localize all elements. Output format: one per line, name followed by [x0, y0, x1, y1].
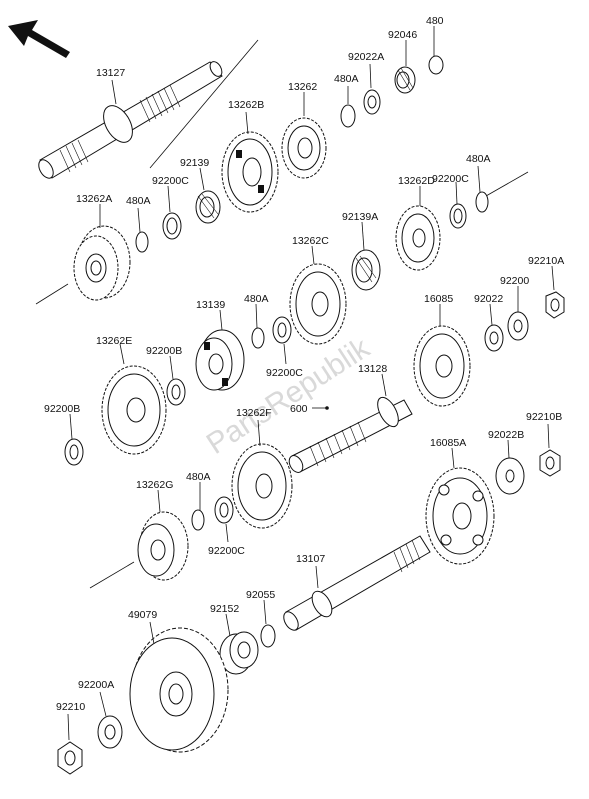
label-92139A: 92139A — [342, 211, 378, 223]
washer-92200C-1 — [162, 212, 182, 240]
label-92046: 92046 — [388, 29, 417, 41]
gear-13262 — [281, 117, 327, 179]
nut-92210 — [57, 741, 83, 775]
label-13262A: 13262A — [76, 193, 112, 205]
ball-600 — [325, 406, 329, 410]
bushing-92139A — [351, 249, 381, 291]
drive-shaft-13107 — [283, 535, 431, 631]
label-480: 480 — [426, 15, 444, 27]
washer-92200C-3 — [272, 316, 292, 344]
label-92210A: 92210A — [528, 255, 564, 267]
label-480A-4: 480A — [244, 293, 269, 305]
circlip-480A-5 — [191, 509, 205, 531]
sprocket-49079 — [129, 627, 229, 753]
label-92139: 92139 — [180, 157, 209, 169]
label-13107: 13107 — [296, 553, 325, 565]
label-92022B: 92022B — [488, 429, 524, 441]
collar-92152 — [219, 631, 259, 675]
label-92152: 92152 — [210, 603, 239, 615]
label-13128: 13128 — [358, 363, 387, 375]
label-92210: 92210 — [56, 701, 85, 713]
gear-13262G — [137, 511, 189, 581]
label-480A-2: 480A — [126, 195, 151, 207]
label-480A-5: 480A — [186, 471, 211, 483]
nut-92210B — [539, 449, 561, 477]
circlip-480 — [428, 55, 444, 75]
output-shaft-13128 — [288, 396, 413, 473]
gear-13262C — [289, 263, 347, 345]
label-92055: 92055 — [246, 589, 275, 601]
label-92200B-2: 92200B — [44, 403, 80, 415]
o-ring-92055 — [260, 624, 276, 648]
label-13127: 13127 — [96, 67, 125, 79]
gear-13262E — [101, 365, 167, 455]
gear-13262B — [221, 131, 279, 213]
circlip-480A-3 — [475, 191, 489, 213]
label-13262G: 13262G — [136, 479, 173, 491]
label-92200B-1: 92200B — [146, 345, 182, 357]
needle-bearing-92139 — [195, 190, 221, 224]
washer-92022B — [495, 457, 525, 495]
label-92022: 92022 — [474, 293, 503, 305]
circlip-480A-2 — [135, 231, 149, 253]
label-92200C-2: 92200C — [432, 173, 469, 185]
nut-92210A — [545, 291, 565, 319]
washer-92022 — [484, 324, 504, 352]
circlip-480A-4 — [251, 327, 265, 349]
label-92200C-4: 92200C — [208, 545, 245, 557]
front-direction-arrow-icon — [8, 20, 70, 58]
gear-13262D — [395, 205, 441, 271]
gear-13262A — [35, 225, 131, 305]
washer-92200C-4 — [214, 496, 234, 524]
label-480A-3: 480A — [466, 153, 491, 165]
washer-92200C-2 — [449, 203, 467, 229]
label-16085A: 16085A — [430, 437, 466, 449]
label-92022A: 92022A — [348, 51, 384, 63]
label-600: 600 — [290, 403, 308, 415]
gear-16085A — [425, 467, 495, 565]
label-92200A: 92200A — [78, 679, 114, 691]
washer-92200B-1 — [166, 378, 186, 406]
label-13262D: 13262D — [398, 175, 435, 187]
label-480A-1: 480A — [334, 73, 359, 85]
washer-92200 — [507, 311, 529, 341]
washer-92022A — [363, 89, 381, 115]
shift-gear-13139 — [195, 329, 245, 391]
circlip-480A-top — [340, 104, 356, 128]
label-13262E: 13262E — [96, 335, 132, 347]
label-13262F: 13262F — [236, 407, 272, 419]
label-92200: 92200 — [500, 275, 529, 287]
label-13262: 13262 — [288, 81, 317, 93]
label-13262C: 13262C — [292, 235, 329, 247]
needle-bearing-92046 — [394, 66, 416, 94]
gear-16085 — [413, 325, 471, 407]
label-49079: 49079 — [128, 609, 157, 621]
label-92200C-3: 92200C — [266, 367, 303, 379]
label-13139: 13139 — [196, 299, 225, 311]
input-shaft-13127 — [38, 61, 223, 179]
label-16085: 16085 — [424, 293, 453, 305]
washer-92200B-2 — [64, 438, 84, 466]
label-92200C-1: 92200C — [152, 175, 189, 187]
label-13262B: 13262B — [228, 99, 264, 111]
label-92210B: 92210B — [526, 411, 562, 423]
washer-92200A — [97, 715, 123, 749]
gear-13262F — [231, 443, 293, 529]
